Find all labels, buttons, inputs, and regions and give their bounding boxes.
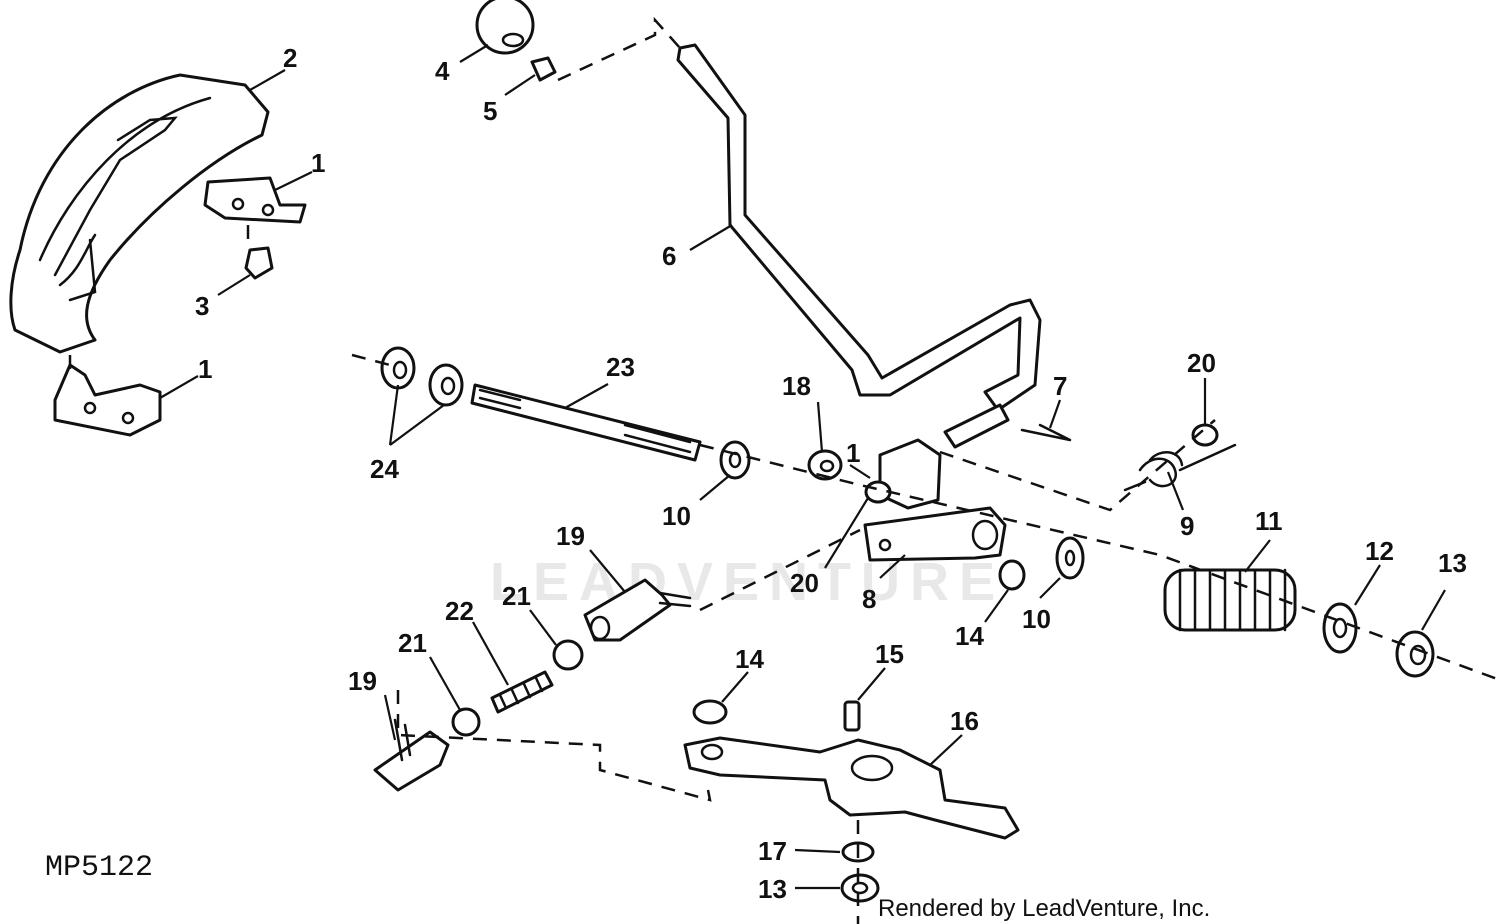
callout-14-right: 14 [955, 621, 984, 651]
callout-8: 8 [862, 584, 876, 614]
lever-rod-part [676, 43, 1042, 412]
callout-5: 5 [483, 96, 497, 126]
callout-10-left: 10 [662, 501, 691, 531]
callout-20-lower: 20 [790, 568, 819, 598]
callout-1-lower: 1 [198, 354, 212, 384]
threaded-rod-part [470, 383, 702, 462]
key-15-part [843, 700, 861, 732]
nut-13a-part [1395, 630, 1435, 678]
nut-13b-part [840, 873, 880, 903]
callout-14-lower: 14 [735, 644, 764, 674]
bracket-lower-part [53, 363, 162, 437]
callout-18: 18 [782, 371, 811, 401]
leader-lines [159, 44, 1446, 890]
clevis-upper-part [583, 578, 692, 642]
callout-13-lower: 13 [758, 874, 787, 904]
callout-24: 24 [370, 454, 399, 484]
callout-19-upper: 19 [556, 521, 585, 551]
nut-5-part [530, 56, 557, 82]
bracket-upper-part [203, 176, 307, 224]
callout-4: 4 [435, 56, 450, 86]
callout-13-right: 13 [1438, 548, 1467, 578]
callout-20-upper: 20 [1187, 348, 1216, 378]
nut-21a-part [552, 639, 584, 671]
callout-10-right: 10 [1022, 604, 1051, 634]
washer-10b-part [1055, 536, 1085, 580]
callout-16: 16 [950, 706, 979, 736]
nut-pair-part [380, 346, 464, 407]
washer-10a-part [719, 440, 751, 480]
callout-9: 9 [1180, 511, 1194, 541]
nut-14a-part [998, 559, 1026, 591]
washer-12-part [1322, 602, 1358, 654]
callout-11: 11 [1255, 506, 1283, 536]
callout-labels: 2 1 1 3 4 5 6 23 24 10 18 1 7 20 9 11 12… [195, 43, 1467, 904]
nut-18-part [807, 449, 843, 481]
nut-14b-part [692, 699, 728, 725]
compression-spring-part [1163, 568, 1297, 632]
knob-part [475, 0, 535, 55]
callout-21-lower: 21 [398, 628, 427, 658]
shift-cover-part [9, 73, 270, 354]
callout-6: 6 [662, 241, 676, 271]
adjust-rod-part [490, 670, 554, 714]
callout-17: 17 [758, 836, 787, 866]
callout-23: 23 [606, 352, 635, 382]
callout-1-pivot: 1 [846, 438, 860, 468]
callout-7: 7 [1053, 371, 1067, 401]
torsion-spring-part [1123, 423, 1237, 492]
screw-3-part [244, 246, 274, 280]
assembly-lines [68, 16, 1500, 924]
clevis-lower-part [373, 718, 450, 792]
nut-21b-part [451, 707, 481, 737]
figure-code: MP5122 [45, 851, 153, 885]
lever-plate-part [683, 736, 1020, 840]
callout-12: 12 [1365, 536, 1394, 566]
callout-21-upper: 21 [502, 581, 531, 611]
callout-15: 15 [875, 639, 904, 669]
rod-thread-part [943, 403, 1010, 449]
credit-text: Rendered by LeadVenture, Inc. [878, 895, 1210, 922]
pin-7-part [1020, 423, 1072, 442]
pivot-block-part [863, 438, 1007, 562]
callout-1-upper: 1 [311, 148, 325, 178]
callout-2: 2 [283, 43, 297, 73]
watermark: LEADVENTURE [490, 552, 1005, 612]
callout-19-lower: 19 [348, 666, 377, 696]
callout-3: 3 [195, 291, 209, 321]
callout-22: 22 [445, 596, 474, 626]
